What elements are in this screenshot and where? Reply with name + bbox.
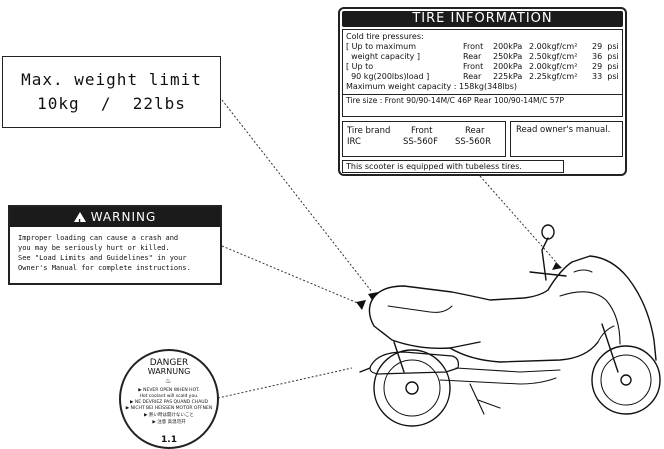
exhaust-tip <box>359 367 371 373</box>
pressure-kgf: 2.00kgf/cm² <box>529 42 578 51</box>
pressure-psi: 33 psi <box>592 72 619 81</box>
danger-line-4: ▶ NICHT BEI HEISSEN MOTOR OFFNEN <box>125 406 213 411</box>
rear-wheel <box>373 349 451 427</box>
read-manual-note: Read owner's manual. <box>510 121 623 157</box>
cold-pressure-heading: Cold tire pressures: <box>346 32 424 41</box>
pressure-psi: 36 psi <box>592 52 619 61</box>
pressure-row: weight capacity ] Rear 250kPa 2.50kgf/cm… <box>346 52 619 62</box>
danger-subtitle: WARNUNG <box>147 367 191 376</box>
tire-brand-name: IRC <box>347 137 361 147</box>
rear-shock <box>393 341 405 373</box>
warning-header: WARNING <box>10 207 220 233</box>
center-stand <box>469 383 501 415</box>
danger-leader-line <box>217 367 353 399</box>
pressure-condition: weight capacity ] <box>346 52 421 61</box>
tire-information-label: TIRE INFORMATION Cold tire pressures: [ … <box>338 7 627 176</box>
leader-lines <box>217 99 557 399</box>
rear-cowl <box>368 299 481 350</box>
tire-brand-box: Tire brand Front Rear IRC SS-560F SS-560… <box>342 121 506 157</box>
steering-column <box>541 237 549 281</box>
pressure-position: Rear <box>463 72 482 81</box>
pressure-psi: 29 psi <box>592 62 619 71</box>
tire-size: Tire size : Front 90/90-14M/C 46P Rear 1… <box>343 94 622 106</box>
tire-brand-rear-model: SS-560R <box>455 137 491 147</box>
exhaust-muffler <box>369 351 459 375</box>
pressure-kpa: 200kPa <box>493 42 523 51</box>
danger-coolant-label: DANGER WARNUNG ♨ ▶ NEVER OPEN WHEN HOT. … <box>119 349 219 449</box>
danger-line-2: Hot coolant will scald you. <box>139 394 199 399</box>
front-wheel <box>591 345 661 415</box>
pressure-row: [ Up to Front 200kPa 2.00kgf/cm² 29 psi <box>346 62 619 72</box>
warning-label: WARNING Improper loading can cause a cra… <box>8 205 222 285</box>
front-rim <box>600 354 652 406</box>
warning-body-text: Improper loading can cause a crash and y… <box>18 234 191 272</box>
lower-panel <box>455 367 561 373</box>
pressure-kpa: 225kPa <box>493 72 523 81</box>
front-fork <box>601 323 619 373</box>
side-skirt <box>439 377 557 385</box>
pressure-condition: [ Up to maximum <box>346 42 417 51</box>
hot-surface-icon: ♨ <box>165 377 172 385</box>
mirror <box>541 224 555 240</box>
handlebar <box>529 271 567 277</box>
tire-brand-value-row: IRC SS-560F SS-560R <box>343 137 505 148</box>
pressure-row: 90 kg(200lbs)load ] Rear 225kPa 2.25kgf/… <box>346 72 619 82</box>
weight-limit-title: Max. weight limit <box>21 70 202 89</box>
danger-code: 1.1 <box>161 435 177 445</box>
tire-brand-header: Tire brand <box>347 126 391 136</box>
pressure-position: Front <box>463 62 484 71</box>
tire-brand-header-row: Tire brand Front Rear <box>343 126 505 137</box>
warning-leader-line <box>221 245 361 305</box>
rear-hub <box>405 381 419 395</box>
pressure-kgf: 2.50kgf/cm² <box>529 52 578 61</box>
pressure-condition: 90 kg(200lbs)load ] <box>346 72 430 81</box>
danger-line-6: ▶ 注意 高温勿开 <box>152 420 186 425</box>
weight-limit-value: 10kg / 22lbs <box>37 94 186 113</box>
rear-rim <box>383 359 441 417</box>
max-weight-capacity: Maximum weight capacity : 158kg(348lbs) <box>346 82 517 91</box>
tire-brand-rear-header: Rear <box>465 126 485 136</box>
weight-limit-label: Max. weight limit 10kg / 22lbs <box>2 56 221 128</box>
pressure-kgf: 2.25kgf/cm² <box>529 72 578 81</box>
tire-leader-line <box>479 175 557 263</box>
tire-pressure-box: Cold tire pressures: [ Up to maximum Fro… <box>342 29 623 117</box>
pressure-kpa: 200kPa <box>493 62 523 71</box>
pressure-position: Front <box>463 42 484 51</box>
tail-light <box>387 305 453 313</box>
warning-title: WARNING <box>90 210 157 224</box>
tire-info-title: TIRE INFORMATION <box>342 11 623 27</box>
pressure-kgf: 2.00kgf/cm² <box>529 62 578 71</box>
tubeless-note: This scooter is equipped with tubeless t… <box>342 160 564 173</box>
warning-pointer-arrow <box>356 300 366 310</box>
front-hub <box>620 374 632 386</box>
pressure-position: Rear <box>463 52 482 61</box>
warning-triangle-icon <box>73 212 86 233</box>
danger-line-3: ▶ NE DEVRIEZ PAS QUAND CHAUD <box>129 400 209 405</box>
leg-shield <box>559 291 621 345</box>
tire-pointer-arrow <box>552 262 562 270</box>
weight-leader-line <box>221 99 373 293</box>
headlight <box>573 269 593 273</box>
pressure-row: [ Up to maximum Front 200kPa 2.00kgf/cm²… <box>346 42 619 52</box>
front-cowl <box>547 255 657 361</box>
tire-brand-front-model: SS-560F <box>403 137 438 147</box>
seat-outline <box>371 285 549 301</box>
tire-brand-front-header: Front <box>411 126 433 136</box>
danger-title: DANGER <box>149 358 189 368</box>
danger-line-1: ▶ NEVER OPEN WHEN HOT. <box>138 388 200 393</box>
danger-line-5: ▶ 熱い時は開けないこと <box>144 413 194 418</box>
pressure-psi: 29 psi <box>592 42 619 51</box>
pressure-condition: [ Up to <box>346 62 374 71</box>
pressure-kpa: 250kPa <box>493 52 523 61</box>
weight-pointer-arrow <box>368 292 378 300</box>
floorboard <box>449 341 599 363</box>
